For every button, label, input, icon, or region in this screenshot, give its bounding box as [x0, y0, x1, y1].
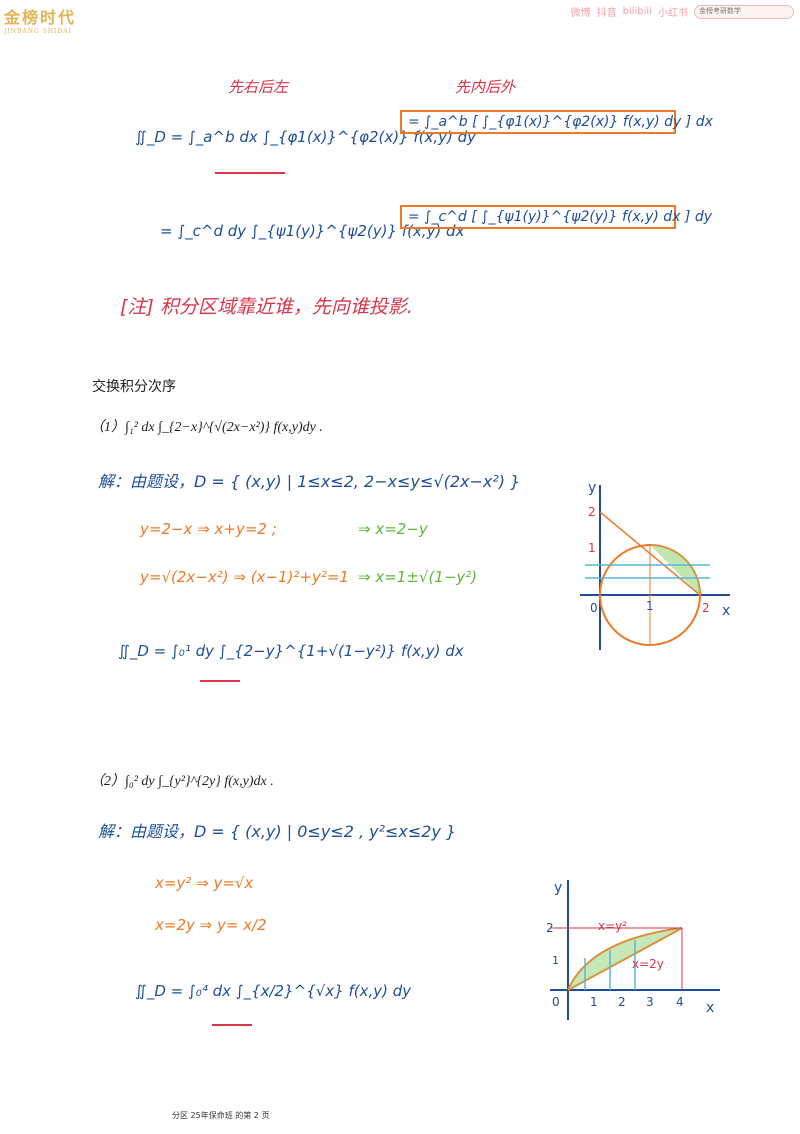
- graph2-region: [568, 928, 682, 990]
- formula-line2-left: = ∫_c^d dy ∫_{ψ1(y)}^{ψ2(y)} f(x,y) dx: [160, 222, 465, 240]
- graph1-y-label: y: [588, 480, 596, 496]
- logo: 金榜时代 JINBANG SHIDAI: [4, 4, 76, 35]
- step1a-orange: y=2−x ⇒ x+y=2 ;: [140, 520, 277, 538]
- graph2-curve2-label: x=2y: [632, 957, 664, 971]
- footer-text: 分区 25年保命班 的第 2 页: [172, 1111, 270, 1120]
- step2b: x=2y ⇒ y= x/2: [155, 916, 267, 934]
- step1a-green: ⇒ x=2−y: [358, 520, 428, 538]
- step1b-green: ⇒ x=1±√(1−y²): [358, 568, 478, 586]
- graph-1: y x 2 1 0 1 2: [580, 480, 730, 650]
- formula-line1-right: = ∫_a^b [ ∫_{φ1(x)}^{φ2(x)} f(x,y) dy ] …: [400, 110, 713, 134]
- formula-line1-left: ∬_D = ∫_a^b dx ∫_{φ1(x)}^{φ2(x)} f(x,y) …: [135, 128, 477, 146]
- graph1-tick-x2: 2: [702, 601, 710, 615]
- graph2-tick-x4: 4: [676, 995, 684, 1009]
- solution2-head: 解：由题设，D = { (x,y) | 0≤y≤2 , y²≤x≤2y }: [98, 822, 457, 841]
- problem-2: （2）∫₀² dy ∫_{y²}^{2y} f(x,y)dx .: [90, 774, 274, 789]
- problem-1: （1）∫₁² dx ∫_{2−x}^{√(2x−x²)} f(x,y)dy .: [90, 420, 323, 435]
- xiaohongshu-icon[interactable]: 小红书: [658, 8, 688, 19]
- search-input[interactable]: [694, 4, 794, 19]
- graph-2: y x x=y² x=2y 2 1 0 1 2 3 4: [546, 880, 720, 1020]
- section-title: 交换积分次序: [92, 380, 176, 395]
- step2a: x=y² ⇒ y=√x: [155, 874, 254, 892]
- graph2-tick-y2: 2: [546, 921, 554, 935]
- result-1: ∬_D = ∫₀¹ dy ∫_{2−y}^{1+√(1−y²)} f(x,y) …: [118, 642, 464, 660]
- arrow-left-3: [212, 1024, 252, 1026]
- solution1-head: 解：由题设，D = { (x,y) | 1≤x≤2, 2−x≤y≤√(2x−x²…: [98, 472, 521, 491]
- arrow-left-1: [215, 172, 285, 174]
- graph2-tick-x2: 2: [618, 995, 626, 1009]
- graph2-y-label: y: [554, 880, 562, 896]
- graph1-tick-0: 0: [590, 601, 598, 615]
- weibo-icon[interactable]: 微博: [570, 8, 591, 19]
- logo-text: 金榜时代: [4, 8, 77, 27]
- social-bar: 微博 抖音 bilibili 小红书: [571, 4, 794, 19]
- arrow-left-2: [200, 680, 240, 682]
- formula-line2-right: = ∫_c^d [ ∫_{ψ1(y)}^{ψ2(y)} f(x,y) dx ] …: [400, 205, 712, 229]
- graph1-x-label: x: [722, 603, 730, 619]
- result-2: ∬_D = ∫₀⁴ dx ∫_{x/2}^{√x} f(x,y) dy: [135, 982, 412, 1000]
- graph1-tick-y2: 2: [588, 505, 596, 519]
- graph2-curve1-label: x=y²: [598, 919, 627, 933]
- bilibili-icon[interactable]: bilibili: [622, 6, 652, 17]
- graph1-region: [650, 545, 700, 595]
- graph2-tick-0: 0: [552, 995, 560, 1009]
- remark: [注] 积分区域靠近谁，先向谁投影.: [120, 296, 413, 318]
- graph1-tick-y1: 1: [588, 541, 596, 555]
- graph2-tick-x1: 1: [590, 995, 598, 1009]
- douyin-icon[interactable]: 抖音: [596, 8, 617, 19]
- step1b-orange: y=√(2x−x²) ⇒ (x−1)²+y²=1: [140, 568, 349, 586]
- graph2-x-label: x: [706, 1000, 714, 1016]
- graph2-tick-y1: 1: [552, 954, 559, 967]
- note-inner-outer: 先内后外: [455, 78, 516, 96]
- graph1-tick-x1: 1: [646, 599, 654, 613]
- note-outer-inner: 先右后左: [228, 78, 289, 96]
- graph2-tick-x3: 3: [646, 995, 654, 1009]
- logo-sub: JINBANG SHIDAI: [4, 28, 72, 35]
